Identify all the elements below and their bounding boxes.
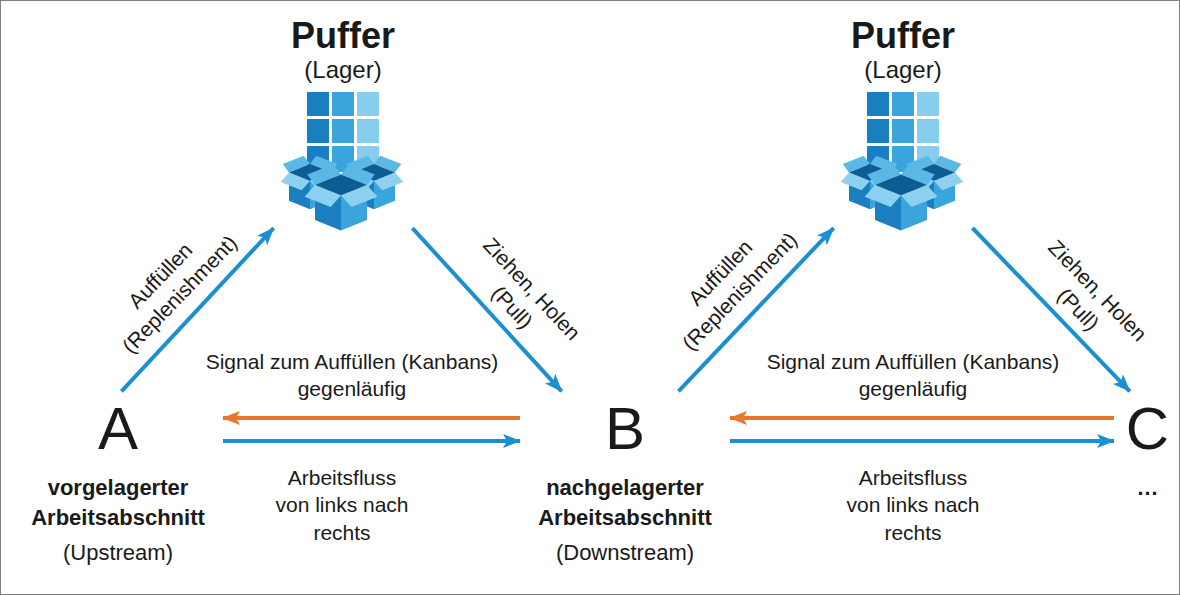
step-caption: nachgelagerter Arbeitsabschnitt bbox=[531, 473, 719, 532]
kanban-signal-arrow bbox=[730, 416, 1114, 420]
edge-label: Auffüllen (Replenishment) bbox=[88, 201, 252, 368]
work-step-node: C… bbox=[1119, 395, 1176, 507]
step-caption: (Upstream) bbox=[24, 538, 212, 568]
buffer-title: Puffer bbox=[834, 16, 972, 56]
step-letter: C bbox=[1125, 399, 1170, 459]
step-caption: … bbox=[1125, 473, 1170, 503]
flow-arrow bbox=[223, 439, 520, 443]
edge-label: Signal zum Auffüllen (Kanbans) gegenläuf… bbox=[728, 348, 1098, 403]
step-caption: (Downstream) bbox=[531, 538, 719, 568]
edge-label: Signal zum Auffüllen (Kanbans) gegenläuf… bbox=[167, 348, 537, 403]
edge-label: Arbeitsfluss von links nach rechts bbox=[843, 464, 983, 546]
edge-label: Arbeitsfluss von links nach rechts bbox=[272, 464, 412, 546]
buffer-subtitle: (Lager) bbox=[834, 56, 972, 85]
edge-label: Auffüllen (Replenishment) bbox=[648, 198, 812, 365]
warehouse-icon bbox=[281, 92, 404, 231]
step-caption: vorgelagerter Arbeitsabschnitt bbox=[24, 473, 212, 532]
buffer-node: Puffer(Lager) bbox=[268, 12, 418, 224]
kanban-signal-arrow bbox=[223, 416, 520, 420]
step-letter: B bbox=[531, 399, 719, 459]
warehouse-icon bbox=[841, 92, 964, 231]
flow-arrow bbox=[730, 439, 1114, 443]
step-letter: A bbox=[24, 399, 212, 459]
edge-label: Ziehen, Holen (Pull) bbox=[451, 225, 593, 372]
buffer-subtitle: (Lager) bbox=[274, 56, 412, 85]
buffer-node: Puffer(Lager) bbox=[828, 12, 978, 224]
work-step-node: Bnachgelagerter Arbeitsabschnitt (Downstr… bbox=[525, 395, 725, 572]
buffer-title: Puffer bbox=[274, 16, 412, 56]
work-step-node: Avorgelagerter Arbeitsabschnitt (Upstream… bbox=[18, 395, 218, 572]
